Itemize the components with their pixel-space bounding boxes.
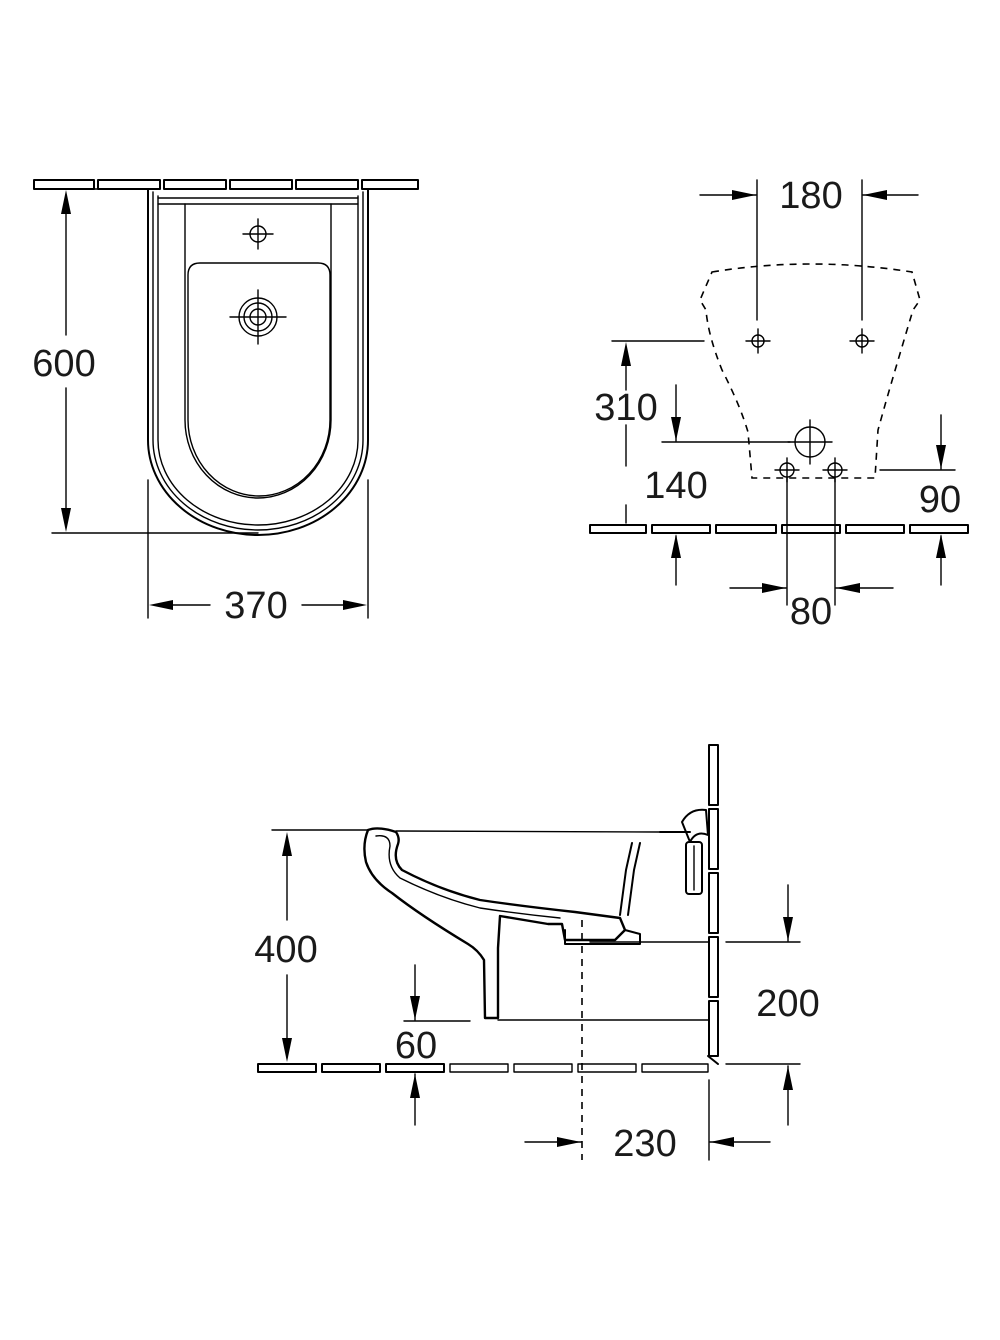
dim-foot-offset-label: 60 [395, 1025, 437, 1067]
outlet-hole-icon [787, 419, 833, 465]
bidet-body-inner [375, 835, 561, 919]
bidet-outline-outer [147, 188, 369, 536]
dim-width-label: 370 [224, 585, 287, 627]
dim-80: 80 [729, 477, 894, 633]
drain-hole-icon [229, 289, 287, 345]
wall-view-floor [589, 524, 969, 534]
bidet-deck [184, 203, 332, 499]
dim-400: 400 [254, 829, 369, 1062]
top-view: 600 370 [32, 179, 419, 627]
inlet-pipe [619, 842, 641, 916]
wall-view: 180 310 140 90 [589, 175, 969, 633]
dim-180: 180 [699, 175, 919, 321]
dim-bottom-offset-label: 90 [919, 479, 961, 521]
dim-height-label: 400 [254, 929, 317, 971]
dim-140: 140 [644, 384, 791, 586]
bidet-back [564, 831, 691, 945]
dim-230: 230 [524, 1079, 771, 1165]
dim-200: 200 [725, 884, 820, 1126]
dim-90: 90 [879, 414, 961, 586]
bidet-outline-3 [157, 195, 359, 526]
valve-icon [681, 808, 709, 895]
top-view-wall [33, 179, 419, 190]
bidet-basin [187, 262, 331, 497]
fixing-hole-left-icon [745, 328, 771, 354]
bidet-body-side [363, 827, 627, 1020]
side-view-wall [708, 744, 719, 1057]
dim-drain-distance-label: 230 [613, 1123, 676, 1165]
dim-600: 600 [32, 188, 259, 534]
dim-depth-label: 600 [32, 343, 95, 385]
tap-hole-icon [242, 218, 274, 250]
fixing-hole-right-icon [849, 328, 875, 354]
dim-370: 370 [147, 479, 369, 627]
dim-bottom-spacing-label: 80 [790, 591, 832, 633]
bidet-silhouette [699, 263, 921, 479]
side-view-floor [257, 1063, 709, 1073]
dim-hole-spacing-label: 180 [779, 175, 842, 217]
dim-310: 310 [594, 340, 705, 524]
side-view: 400 60 200 230 [254, 744, 820, 1165]
dim-60: 60 [395, 964, 471, 1126]
dim-drain-height-label: 200 [756, 983, 819, 1025]
dim-outlet-height-label: 140 [644, 465, 707, 507]
dim-hole-height-label: 310 [594, 387, 657, 429]
bidet-outline-2 [152, 191, 364, 531]
